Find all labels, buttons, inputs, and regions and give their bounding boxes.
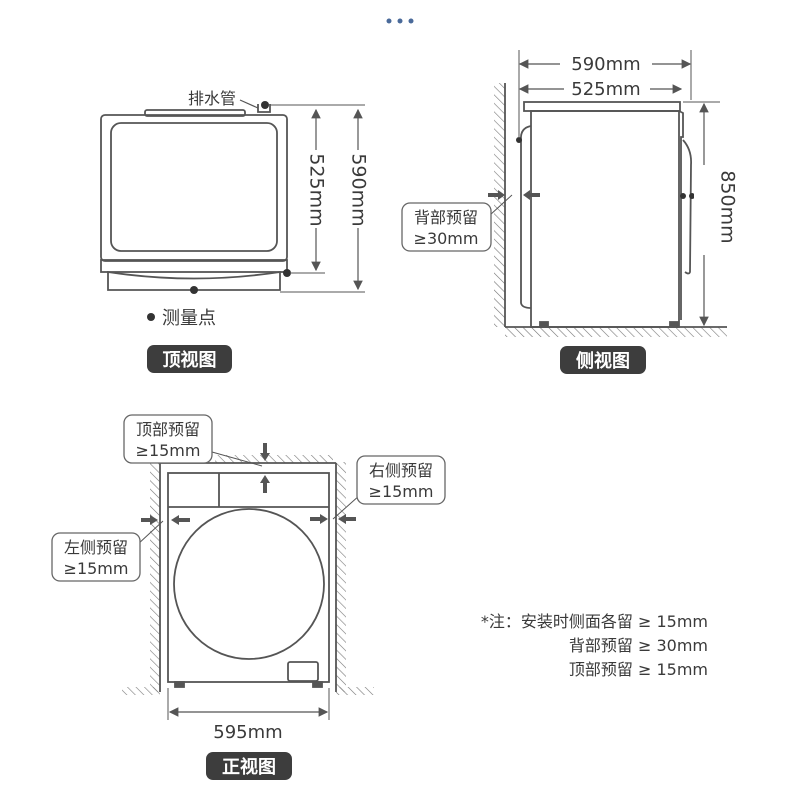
svg-text:≥15mm: ≥15mm xyxy=(64,559,129,578)
drain-pipe-label: 排水管 xyxy=(188,89,236,108)
more-dots-icon[interactable] xyxy=(386,18,414,24)
side-view-dim-590: 590mm xyxy=(571,54,640,75)
svg-text:顶部预留: 顶部预留 xyxy=(136,420,200,439)
front-view xyxy=(122,443,374,720)
side-view xyxy=(488,50,727,337)
back-clearance-callout: 背部预留 ≥30mm xyxy=(401,202,492,252)
right-clearance-callout: 右侧预留 ≥15mm xyxy=(356,455,446,505)
installation-notes: *注：安装时侧面各留 ≥ 15mm 背部预留 ≥ 30mm 顶部预留 ≥ 15m… xyxy=(481,612,708,679)
front-view-badge: 正视图 xyxy=(206,752,292,780)
legend-label: 测量点 xyxy=(162,308,216,329)
top-clearance-callout: 顶部预留 ≥15mm xyxy=(123,414,213,464)
measure-point xyxy=(283,269,291,277)
svg-text:右侧预留: 右侧预留 xyxy=(369,461,433,480)
top-view-dim-590: 590mm xyxy=(348,153,370,226)
side-view-dim-525: 525mm xyxy=(571,79,640,100)
svg-text:背部预留: 背部预留 xyxy=(414,208,478,227)
top-view xyxy=(100,99,365,294)
svg-text:≥30mm: ≥30mm xyxy=(414,229,479,248)
legend-dot-icon xyxy=(147,313,155,321)
svg-text:侧视图: 侧视图 xyxy=(576,350,630,372)
left-clearance-callout: 左侧预留 ≥15mm xyxy=(51,532,141,582)
front-view-dim-595: 595mm xyxy=(213,722,282,743)
svg-text:≥15mm: ≥15mm xyxy=(369,482,434,501)
top-view-dim-525: 525mm xyxy=(306,153,328,226)
svg-text:左侧预留: 左侧预留 xyxy=(64,538,128,557)
side-view-dim-850: 850mm xyxy=(717,170,739,243)
note-line-2: 背部预留 ≥ 30mm xyxy=(569,636,708,655)
note-line-3: 顶部预留 ≥ 15mm xyxy=(569,660,708,679)
svg-text:正视图: 正视图 xyxy=(222,756,276,778)
svg-text:≥15mm: ≥15mm xyxy=(136,441,201,460)
side-view-badge: 侧视图 xyxy=(560,346,646,374)
measure-point xyxy=(190,286,198,294)
measure-point xyxy=(261,101,269,109)
svg-text:顶视图: 顶视图 xyxy=(163,349,217,371)
note-line-1: *注：安装时侧面各留 ≥ 15mm xyxy=(481,612,708,631)
top-view-badge: 顶视图 xyxy=(147,345,232,373)
top-view-body xyxy=(100,114,288,262)
